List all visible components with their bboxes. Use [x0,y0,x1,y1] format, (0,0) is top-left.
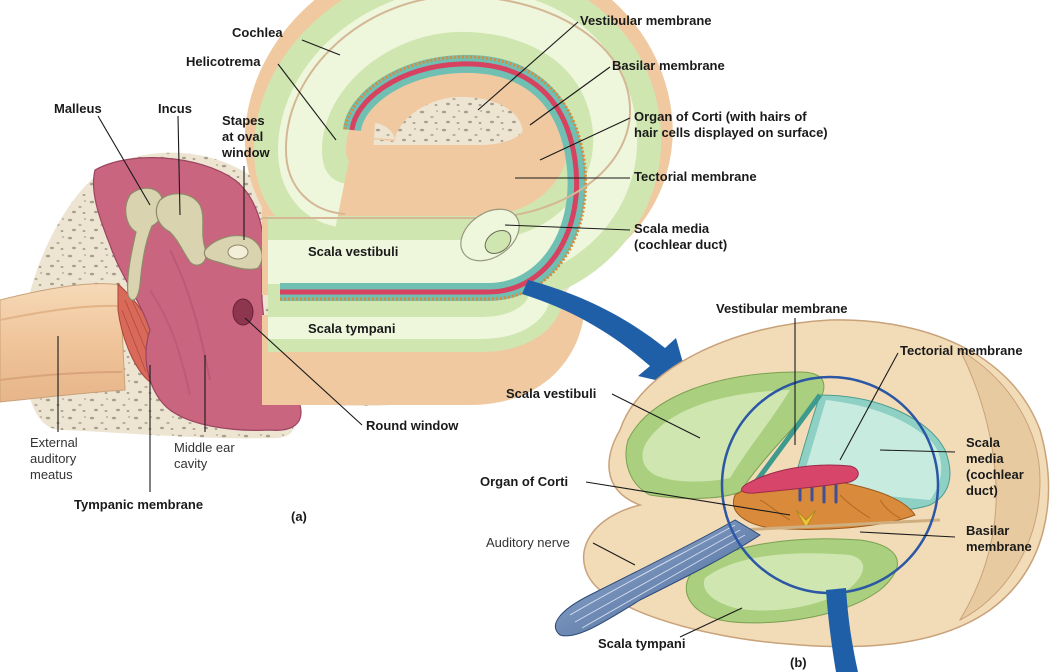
label-tympanic-membrane: Tympanic membrane [74,497,203,512]
label-external-meatus-line1: External [30,435,78,450]
label-malleus: Malleus [54,101,102,116]
label-scala-media-b-line2: media [966,451,1004,466]
label-scala-media-b-line3: (cochlear [966,467,1024,482]
label-scala-media-a-line1: Scala media [634,221,710,236]
label-external-meatus-line2: auditory [30,451,77,466]
label-middle-ear-line2: cavity [174,456,208,471]
label-basilar-membrane-a: Basilar membrane [612,58,725,73]
label-panel-a: (a) [291,509,307,524]
label-vestibular-membrane-a: Vestibular membrane [580,13,712,28]
label-basilar-membrane-b-line1: Basilar [966,523,1009,538]
round-window-shape [233,299,253,325]
external-auditory-canal [0,284,125,402]
label-middle-ear-line1: Middle ear [174,440,235,455]
label-vestibular-membrane-b: Vestibular membrane [716,301,848,316]
label-auditory-nerve: Auditory nerve [486,535,570,550]
label-scala-tympani-b: Scala tympani [598,636,685,651]
label-organ-of-corti-a-line1: Organ of Corti (with hairs of [634,109,807,124]
label-scala-vestibuli-b: Scala vestibuli [506,386,596,401]
label-scala-media-b-line4: duct) [966,483,998,498]
label-basilar-membrane-b-line2: membrane [966,539,1032,554]
label-stapes-line3: window [221,145,271,160]
label-scala-media-b-line1: Scala [966,435,1001,450]
label-round-window: Round window [366,418,459,433]
label-stapes-line2: at oval [222,129,263,144]
label-tectorial-membrane-b: Tectorial membrane [900,343,1023,358]
label-organ-of-corti-b: Organ of Corti [480,474,568,489]
label-tectorial-membrane-a: Tectorial membrane [634,169,757,184]
label-scala-media-a-line2: (cochlear duct) [634,237,727,252]
label-incus: Incus [158,101,192,116]
label-scala-tympani-a: Scala tympani [308,321,395,336]
label-cochlea: Cochlea [232,25,283,40]
label-organ-of-corti-a-line2: hair cells displayed on surface) [634,125,828,140]
label-helicotrema: Helicotrema [186,54,261,69]
label-external-meatus-line3: meatus [30,467,73,482]
label-panel-b: (b) [790,655,807,670]
label-stapes-line1: Stapes [222,113,265,128]
label-scala-vestibuli-a: Scala vestibuli [308,244,398,259]
panel-a-illustration [0,0,630,438]
